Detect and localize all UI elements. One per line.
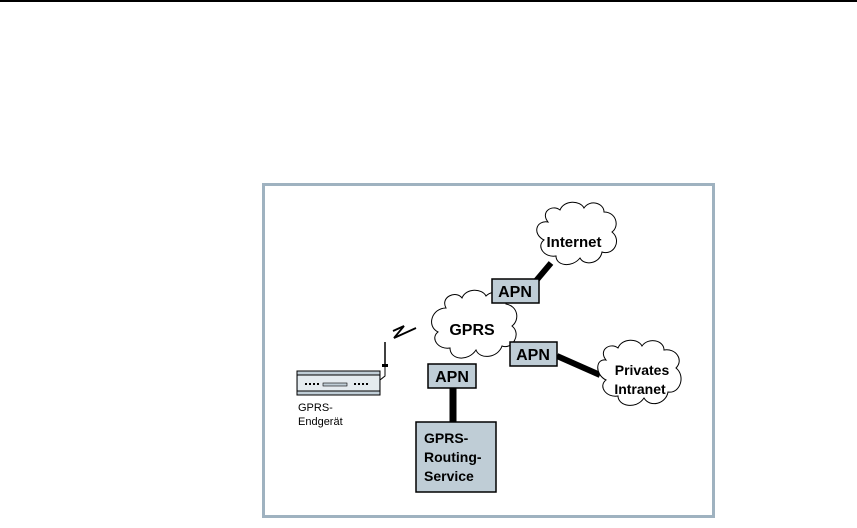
intranet-label-line2: Intranet <box>614 381 666 397</box>
routing-service-box: GPRS- Routing- Service <box>415 421 497 493</box>
top-rule <box>0 0 857 2</box>
device-label-line2: Endgerät <box>298 416 343 428</box>
routing-service-line2: Routing- <box>424 449 482 465</box>
routing-service-line1: GPRS- <box>424 430 469 446</box>
gprs-label: GPRS <box>449 322 495 339</box>
device-label-line1: GPRS- <box>298 402 333 414</box>
intranet-cloud: Privates Intranet <box>597 339 682 406</box>
apn-routing-label: APN <box>435 369 469 386</box>
gprs-cloud: GPRS <box>431 289 518 359</box>
apn-internet-box: APN <box>491 278 540 304</box>
internet-label: Internet <box>546 234 601 251</box>
apn-intranet-label: APN <box>516 347 550 364</box>
apn-internet-label: APN <box>498 284 532 301</box>
wireless-signal-icon <box>392 325 417 339</box>
intranet-label-line1: Privates <box>615 362 670 378</box>
routing-service-line3: Service <box>424 468 474 484</box>
apn-routing-box: APN <box>427 363 477 389</box>
gprs-device-icon <box>296 342 388 396</box>
edge-apn-intranet <box>555 353 602 378</box>
apn-intranet-box: APN <box>509 341 558 367</box>
internet-cloud: Internet <box>536 201 617 265</box>
